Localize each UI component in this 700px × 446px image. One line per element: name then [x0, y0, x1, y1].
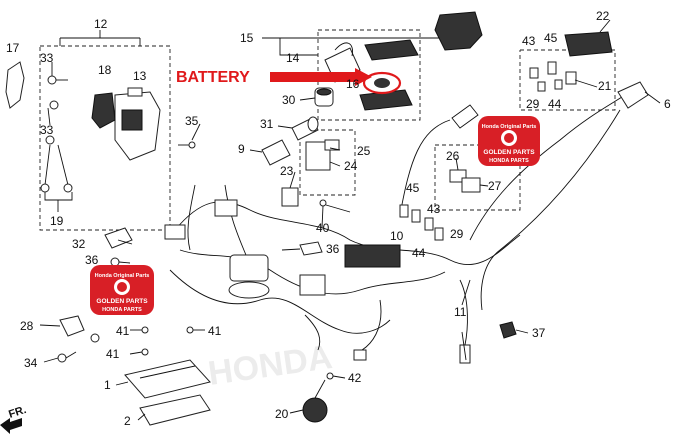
svg-text:HONDA PARTS: HONDA PARTS [489, 158, 529, 164]
label-43-top: 43 [522, 34, 536, 48]
relay-15-top [434, 11, 483, 51]
watermark-badge-right: Honda Original Parts GOLDEN PARTS HONDA … [478, 116, 540, 166]
label-10: 10 [390, 229, 404, 243]
background-watermark: HONDA [206, 338, 335, 393]
label-15: 15 [240, 31, 254, 45]
fuse-box-22 [564, 31, 613, 57]
label-16: 16 [346, 77, 360, 91]
switch-assembly-13 [114, 87, 161, 161]
label-14: 14 [286, 51, 300, 65]
svg-text:Honda Original Parts: Honda Original Parts [482, 124, 537, 130]
label-44-top: 44 [548, 97, 562, 111]
label-29-top: 29 [526, 97, 540, 111]
label-11: 11 [454, 305, 467, 319]
battery-16 [359, 39, 419, 111]
label-31: 31 [260, 117, 274, 131]
label-45-mid: 45 [406, 181, 420, 195]
connector-30 [314, 87, 334, 107]
ecu-1 [124, 359, 211, 399]
battery-callout-arrow [270, 68, 372, 86]
relay-26-27 [449, 169, 481, 193]
label-37: 37 [532, 326, 546, 340]
label-28: 28 [20, 319, 34, 333]
bracket-19 [44, 192, 73, 201]
label-13: 13 [133, 69, 147, 83]
label-43-mid: 43 [427, 202, 441, 216]
connector-9 [261, 139, 291, 166]
cable-assembly-19 [40, 100, 73, 193]
label-29-mid: 29 [450, 227, 464, 241]
clip-36 [299, 241, 323, 256]
switch-18 [91, 92, 116, 129]
label-45-top: 45 [544, 31, 558, 45]
part-number-labels: 12 17 33 18 13 33 35 19 15 14 16 30 31 9… [6, 9, 671, 428]
label-36-center: 36 [326, 242, 340, 256]
relay-25 [324, 139, 340, 151]
bolt-40 [319, 199, 351, 213]
svg-text:GOLDEN PARTS: GOLDEN PARTS [96, 298, 148, 305]
clip-37 [499, 321, 517, 339]
label-1: 1 [104, 378, 111, 392]
svg-text:GOLDEN PARTS: GOLDEN PARTS [483, 149, 535, 156]
direction-label: FR. [7, 404, 28, 421]
svg-text:Honda Original Parts: Honda Original Parts [95, 273, 150, 279]
label-33-top: 33 [40, 51, 54, 65]
leader-lines [39, 19, 661, 421]
label-27: 27 [488, 179, 502, 193]
front-direction-indicator: FR. [0, 404, 28, 434]
label-22: 22 [596, 9, 610, 23]
svg-text:HONDA PARTS: HONDA PARTS [102, 307, 142, 313]
label-18: 18 [98, 63, 112, 77]
label-26: 26 [446, 149, 460, 163]
label-40: 40 [316, 221, 330, 235]
label-41-top: 41 [116, 324, 130, 338]
label-24: 24 [344, 159, 358, 173]
cable-6 [480, 81, 649, 311]
label-33-mid: 33 [40, 123, 54, 137]
label-44-mid: 44 [412, 246, 426, 260]
label-36-left: 36 [85, 253, 99, 267]
label-17: 17 [6, 41, 20, 55]
watermark-badge-left: Honda Original Parts GOLDEN PARTS HONDA … [90, 265, 154, 315]
connectors-43-45 [399, 204, 444, 241]
label-23: 23 [280, 164, 294, 178]
label-19: 19 [50, 214, 64, 228]
bolt-34 [57, 351, 77, 363]
label-34: 34 [24, 356, 38, 370]
label-35: 35 [185, 114, 199, 128]
label-6: 6 [664, 97, 671, 111]
relay-23 [281, 187, 299, 207]
bracket-15 [262, 37, 318, 56]
label-12: 12 [94, 17, 108, 31]
label-9: 9 [238, 142, 245, 156]
clip-36-left [110, 257, 120, 267]
battery-callout-text: BATTERY [176, 69, 250, 86]
label-25: 25 [357, 144, 371, 158]
label-41-bottom: 41 [106, 347, 120, 361]
horn-20 [302, 379, 328, 423]
label-41-right: 41 [208, 324, 222, 338]
label-20: 20 [275, 407, 289, 421]
bolt-42 [326, 372, 334, 380]
bracket-2 [139, 394, 211, 426]
group-box-switch [39, 45, 171, 231]
sensor-28 [59, 315, 100, 343]
clip-17 [5, 61, 25, 109]
fuses-43-45-21 [529, 61, 577, 92]
connector-32 [104, 227, 133, 249]
bolt-33-top [47, 75, 68, 85]
label-21: 21 [598, 79, 612, 93]
socket-31 [291, 116, 319, 141]
label-32: 32 [72, 237, 86, 251]
bolt-35 [178, 141, 196, 149]
bolts-41 [141, 326, 194, 356]
label-42: 42 [348, 371, 362, 385]
label-30: 30 [282, 93, 296, 107]
label-2: 2 [124, 414, 131, 428]
group-box-24 [299, 129, 356, 196]
